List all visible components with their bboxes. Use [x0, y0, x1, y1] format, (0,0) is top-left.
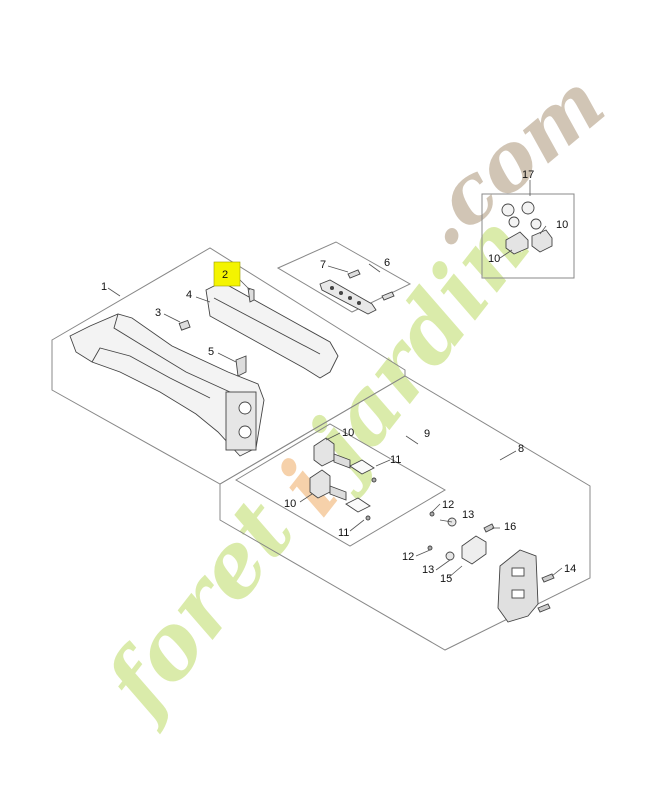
callout-12-upper[interactable]: 12 — [442, 499, 454, 511]
callout-8[interactable]: 8 — [518, 443, 524, 455]
damper-10-kit-a — [505, 231, 529, 255]
clamp-15 — [461, 535, 487, 565]
callout-6[interactable]: 6 — [384, 257, 390, 269]
callout-14[interactable]: 14 — [564, 563, 576, 575]
callout-7[interactable]: 7 — [320, 259, 326, 271]
gasket-11b — [345, 497, 371, 513]
callout-10-upper[interactable]: 10 — [342, 427, 354, 439]
callout-13-lower[interactable]: 13 — [422, 564, 434, 576]
plug-5 — [235, 355, 247, 377]
screw-2 — [247, 287, 255, 303]
parts — [69, 201, 555, 623]
frame-inner — [235, 423, 446, 547]
screw-14a — [541, 573, 555, 583]
callout-3[interactable]: 3 — [155, 307, 161, 319]
nut-3 — [178, 319, 191, 331]
callout-12-lower[interactable]: 12 — [402, 551, 414, 563]
watermark: foret i jardin .com — [81, 55, 622, 738]
highlight-box-2 — [213, 261, 241, 287]
watermark-foret: foret — [81, 480, 314, 738]
callout-11-upper[interactable]: 11 — [390, 454, 401, 466]
damper-10-kit-b — [531, 229, 553, 253]
group-frames — [51, 193, 591, 651]
callout-1[interactable]: 1 — [101, 281, 107, 293]
callout-17[interactable]: 17 — [522, 169, 534, 181]
callout-4[interactable]: 4 — [186, 289, 192, 301]
callout-2[interactable]: 2 — [222, 269, 228, 281]
bar-part — [319, 279, 377, 315]
screw-7a — [347, 269, 361, 279]
gasket-11a — [349, 459, 375, 475]
frame-bar — [276, 241, 412, 313]
screw-7b — [381, 291, 395, 301]
frame-lower — [219, 375, 591, 651]
screw-14b — [537, 603, 551, 613]
callouts: 1 2 3 4 5 6 7 8 9 10 10 10 10 11 11 12 1… — [101, 169, 576, 585]
callout-15[interactable]: 15 — [440, 573, 452, 585]
callout-11-lower[interactable]: 11 — [338, 527, 349, 539]
callout-10-kit-right[interactable]: 10 — [556, 219, 568, 231]
callout-9[interactable]: 9 — [424, 428, 430, 440]
nut-13b — [445, 551, 455, 561]
callout-10-kit-left[interactable]: 10 — [488, 253, 500, 265]
cover-part — [205, 281, 339, 379]
callout-13-upper[interactable]: 13 — [462, 509, 474, 521]
leader-lines — [107, 180, 563, 579]
callout-16[interactable]: 16 — [504, 521, 516, 533]
callout-10-lower[interactable]: 10 — [284, 498, 296, 510]
callout-5[interactable]: 5 — [208, 346, 214, 358]
handle-part — [497, 549, 539, 623]
frame-kit — [481, 193, 575, 279]
